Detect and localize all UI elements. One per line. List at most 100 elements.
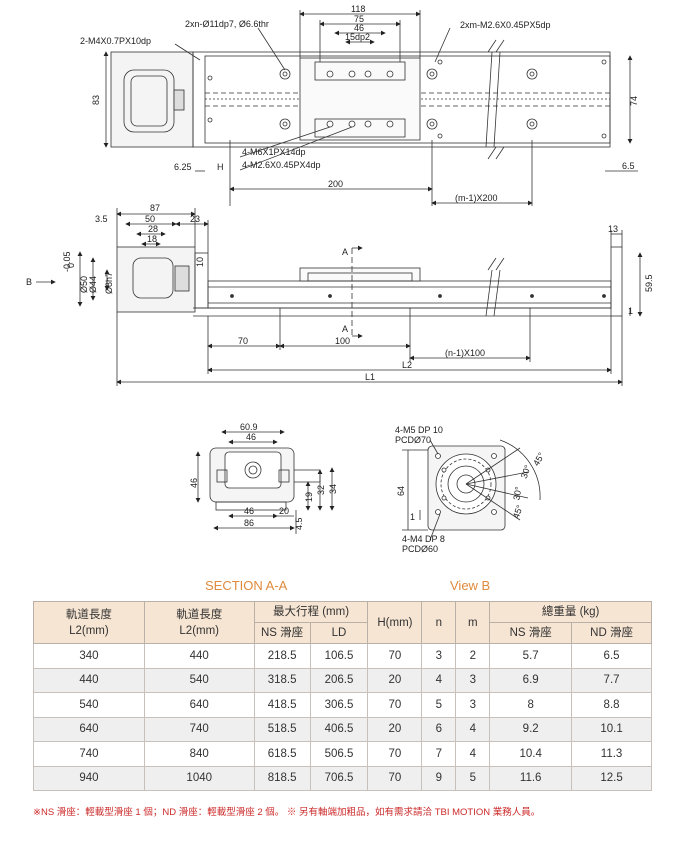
table-cell: 8 [489, 692, 573, 718]
label-tap-left: 2-M4X0.7PX10dp [80, 36, 151, 46]
dim-46-top: 46 [354, 23, 364, 33]
table-cell: 818.5 [253, 765, 311, 791]
table-cell: 218.5 [253, 643, 311, 669]
table-cell: 206.5 [309, 667, 369, 693]
dim-28: 28 [148, 224, 158, 234]
table-cell: 740 [33, 741, 145, 767]
dim-d50: Ø50 [79, 276, 89, 293]
angle-45b: 45° [511, 503, 525, 520]
header-stroke-ld: LD [309, 622, 369, 644]
header-stroke: 最大行程 (mm) [253, 601, 369, 623]
header-h: H(mm) [367, 601, 423, 644]
dim-4-5: 4.5 [294, 517, 304, 530]
table-cell: 640 [143, 692, 255, 718]
table-cell: 506.5 [309, 741, 369, 767]
table-cell: 8.8 [571, 692, 652, 718]
table-cell: 9 [421, 765, 457, 791]
table-cell: 12.5 [571, 765, 652, 791]
header-weight-ns: NS 滑座 [489, 622, 573, 644]
table-cell: 11.6 [489, 765, 573, 791]
label-a-top: A [342, 247, 348, 257]
table-cell: 7 [421, 741, 457, 767]
table-cell: 70 [367, 741, 423, 767]
label-b: B [26, 277, 32, 287]
dim-83: 83 [91, 95, 101, 105]
dim-19: 19 [304, 492, 314, 502]
table-subheader-row: NS 滑座 LD NS 滑座 ND 滑座 [34, 622, 652, 644]
section-a-a-title: SECTION A-A [205, 578, 288, 593]
dim-20: 20 [279, 506, 289, 516]
table-cell: 7.7 [571, 667, 652, 693]
dim-70-side: 70 [238, 336, 248, 346]
table-cell: 70 [367, 692, 423, 718]
table-cell: 11.3 [571, 741, 652, 767]
header-n: n [421, 601, 457, 644]
dim-46-sec: 46 [246, 432, 256, 442]
header-weight-nd: ND 滑座 [571, 622, 652, 644]
table-cell: 4 [421, 667, 457, 693]
table-cell: 3 [455, 692, 491, 718]
table-cell: 440 [33, 667, 145, 693]
dim-6-5: 6.5 [622, 161, 635, 171]
dim-118: 118 [351, 4, 365, 14]
dim-15dp2: 15dp2 [345, 32, 370, 42]
table-cell: 740 [143, 716, 255, 742]
header-stroke-ns: NS 滑座 [253, 622, 311, 644]
table-cell: 5.7 [489, 643, 573, 669]
table-cell: 6.9 [489, 667, 573, 693]
table-cell: 70 [367, 765, 423, 791]
label-a-bottom: A [342, 324, 348, 334]
dim-d44: Ø44 [88, 276, 98, 293]
dim-m-200: (m-1)X200 [455, 193, 498, 203]
header-m: m [455, 601, 491, 644]
dim-87: 87 [150, 203, 160, 213]
table-cell: 518.5 [253, 716, 311, 742]
label-m4: 4-M4 DP 8 [402, 534, 445, 544]
table-cell: 618.5 [253, 741, 311, 767]
dim-46-bottom: 46 [244, 506, 254, 516]
dim-46-left: 46 [189, 478, 199, 488]
table-cell: 1040 [143, 765, 255, 791]
dim-75: 75 [354, 14, 364, 24]
dim-1: 1 [628, 306, 633, 316]
dim-10: 10 [195, 257, 205, 267]
table-cell: 20 [367, 667, 423, 693]
table-cell: 106.5 [309, 643, 369, 669]
label-m6: 4-M6X1PX14dp [242, 147, 306, 157]
dim-h: H [217, 162, 224, 172]
table-cell: 70 [367, 643, 423, 669]
footnote: ※NS 滑座：輕載型滑座 1 個；ND 滑座：輕載型滑座 2 個。 ※ 另有軸端… [33, 807, 541, 818]
table-cell: 340 [33, 643, 145, 669]
dim-n-100: (n-1)X100 [445, 348, 485, 358]
dim-100: 100 [335, 336, 350, 346]
label-m26: 4-M2.6X0.45PX4dp [242, 160, 321, 170]
angle-45a: 45° [531, 450, 547, 467]
dim-86: 86 [244, 518, 254, 528]
top-view [103, 10, 638, 206]
table-cell: 940 [33, 765, 145, 791]
table-cell: 840 [143, 741, 255, 767]
table-cell: 540 [143, 667, 255, 693]
dim-64: 64 [396, 486, 406, 496]
table-cell: 20 [367, 716, 423, 742]
angle-30b: 30° [511, 485, 523, 501]
dim-34: 34 [328, 484, 338, 494]
dim-d50-tol-lower: 0 [66, 263, 76, 268]
dim-50: 50 [145, 214, 155, 224]
table-cell: 540 [33, 692, 145, 718]
angle-30a: 30° [519, 463, 533, 480]
dim-l1: L1 [365, 372, 375, 382]
dim-d50-tol-upper: -0.05 [62, 251, 72, 272]
dim-13: 13 [608, 224, 618, 234]
dim-1-end: 1 [410, 512, 415, 522]
side-view [36, 208, 643, 386]
dim-23: 23 [190, 214, 200, 224]
table-cell: 9.2 [489, 716, 573, 742]
